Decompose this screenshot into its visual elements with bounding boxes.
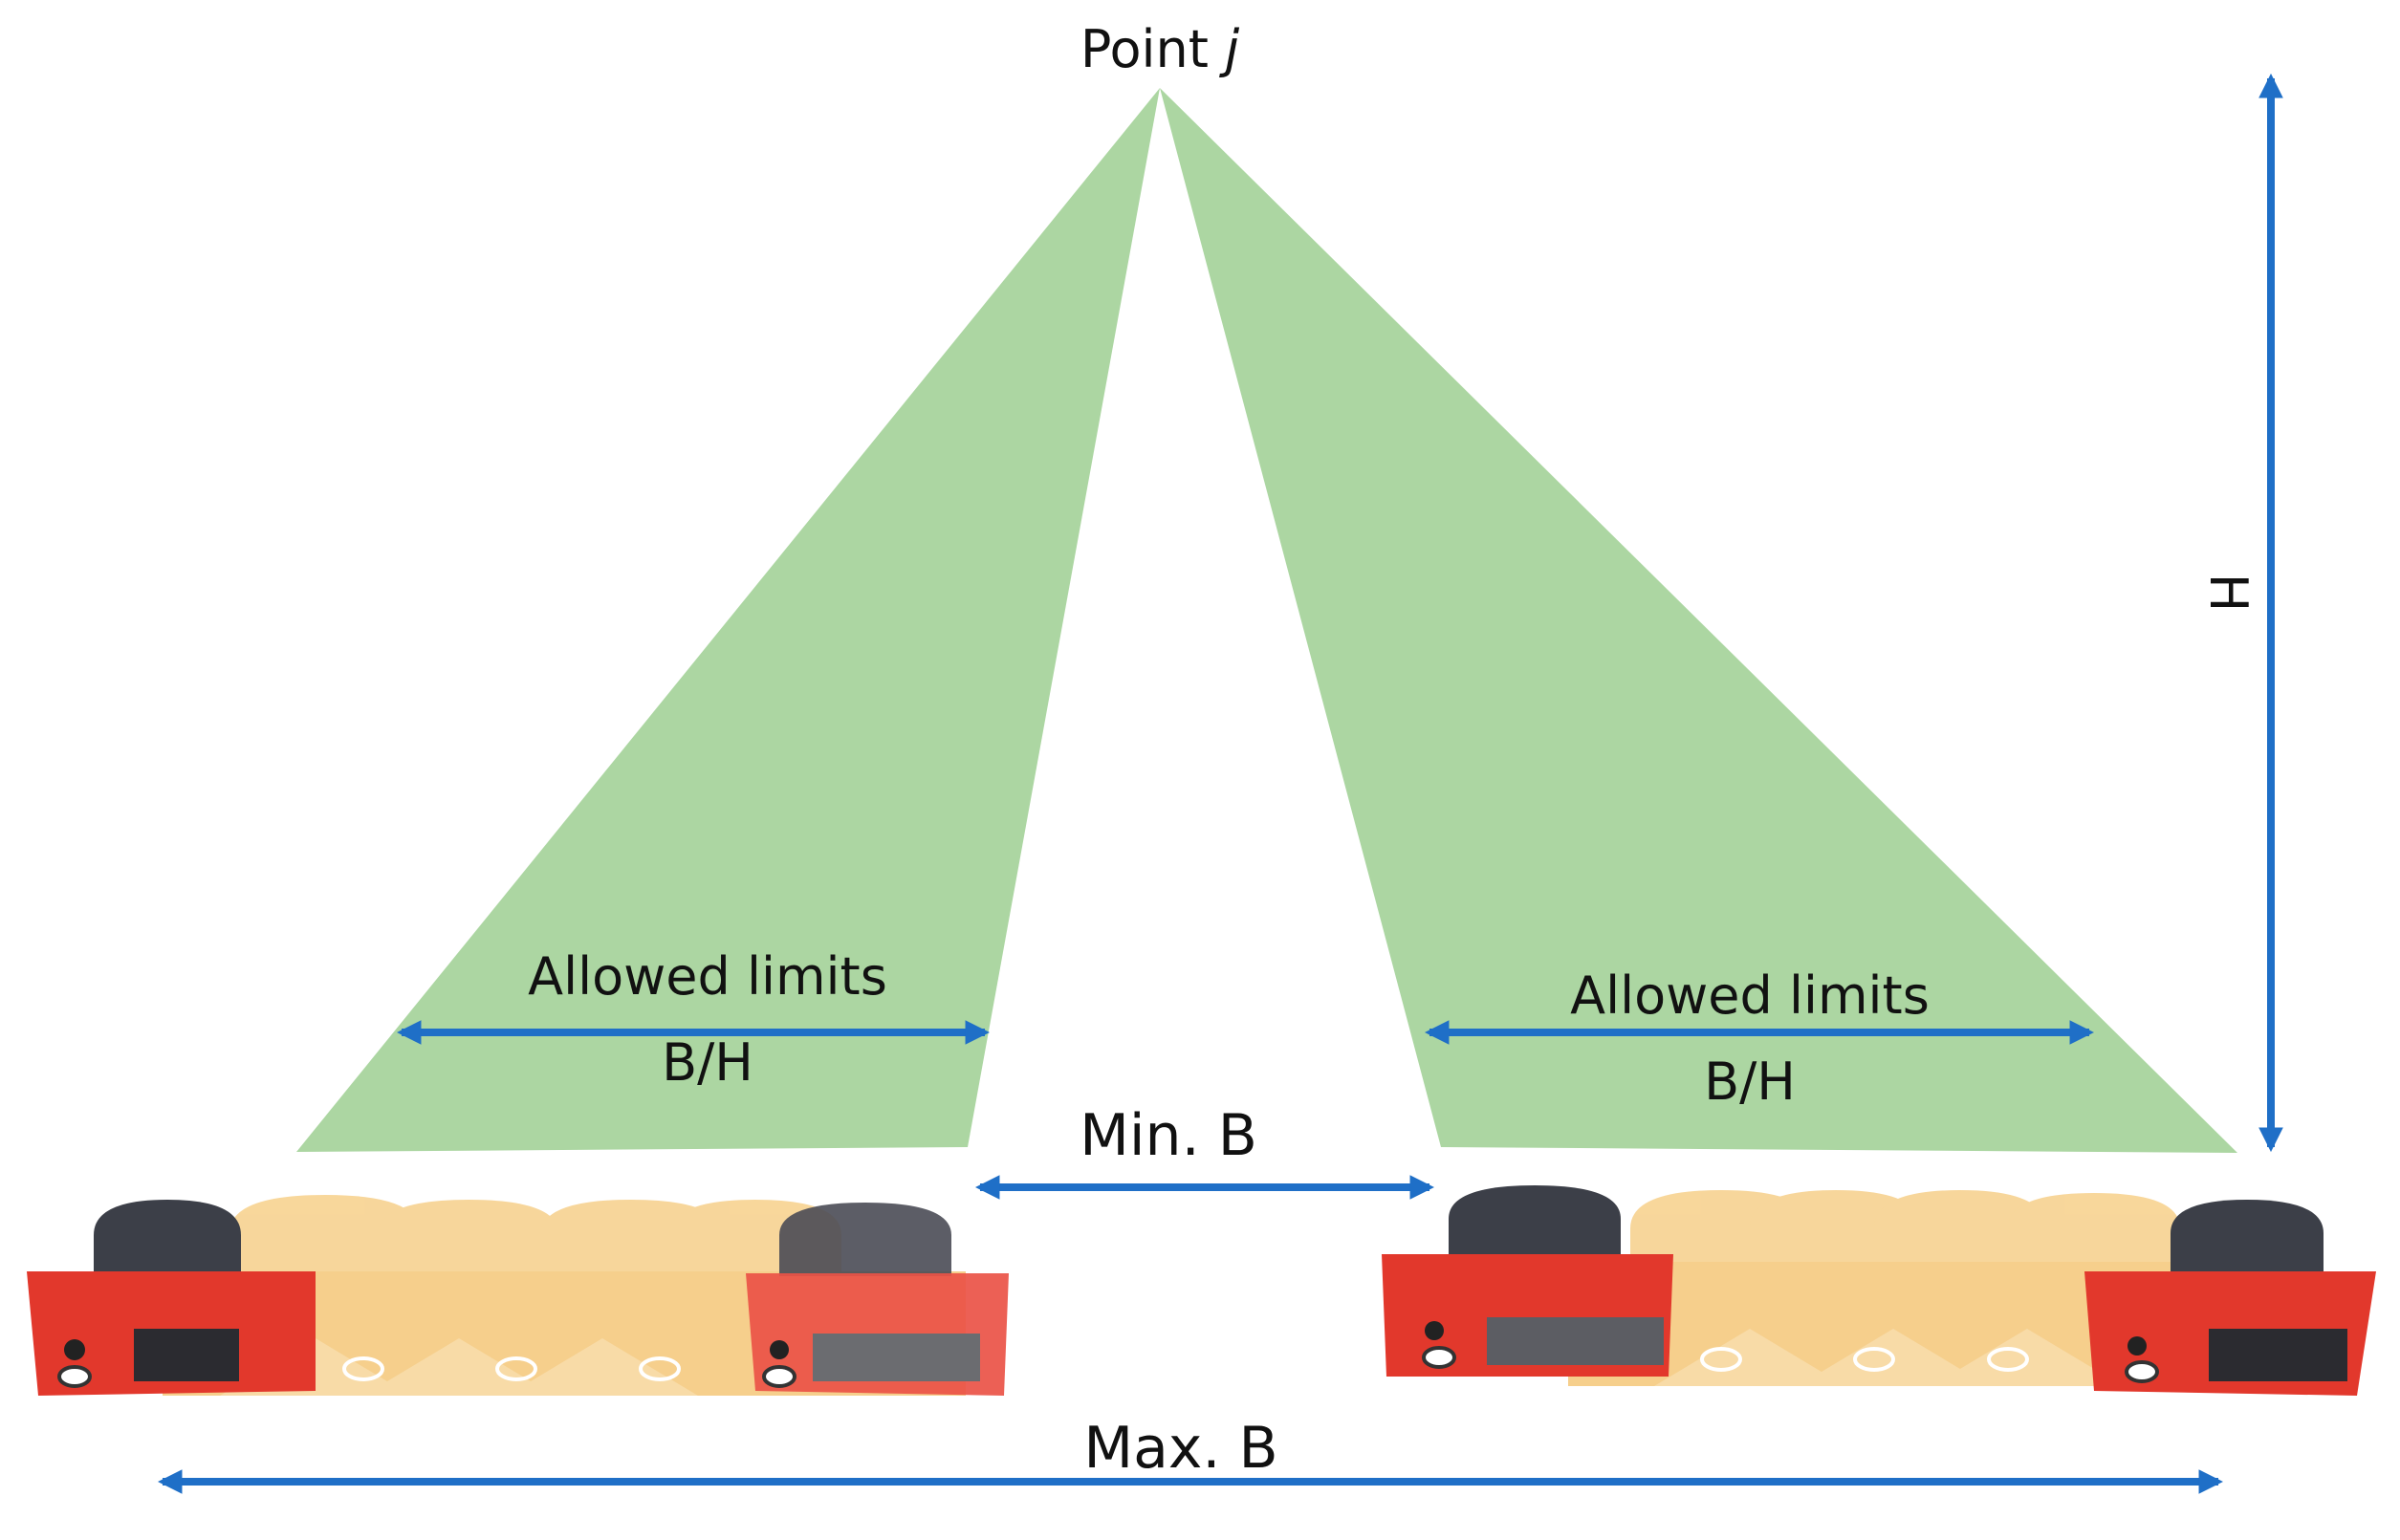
- max-baseline-label: Max. B: [1083, 1415, 1277, 1482]
- right-ratio-label: B/H: [1704, 1052, 1796, 1112]
- left-allowed-limits-label: Allowed limits: [528, 946, 887, 1007]
- camera-icon: [1382, 1185, 1673, 1377]
- min-baseline-label: Min. B: [1080, 1102, 1257, 1169]
- point-label: Point j: [1080, 19, 1239, 79]
- camera-icon: [746, 1203, 1009, 1396]
- camera-icon: [2084, 1200, 2376, 1396]
- right-camera-group: [1382, 1185, 2376, 1396]
- left-ratio-label: B/H: [662, 1032, 753, 1093]
- right-allowed-limits-label: Allowed limits: [1570, 965, 1930, 1026]
- height-label: H: [2198, 574, 2258, 613]
- left-camera-group: [27, 1195, 1009, 1396]
- right-view-cone: [1160, 88, 2237, 1153]
- camera-icon: [27, 1200, 316, 1396]
- left-view-cone: [296, 88, 1160, 1152]
